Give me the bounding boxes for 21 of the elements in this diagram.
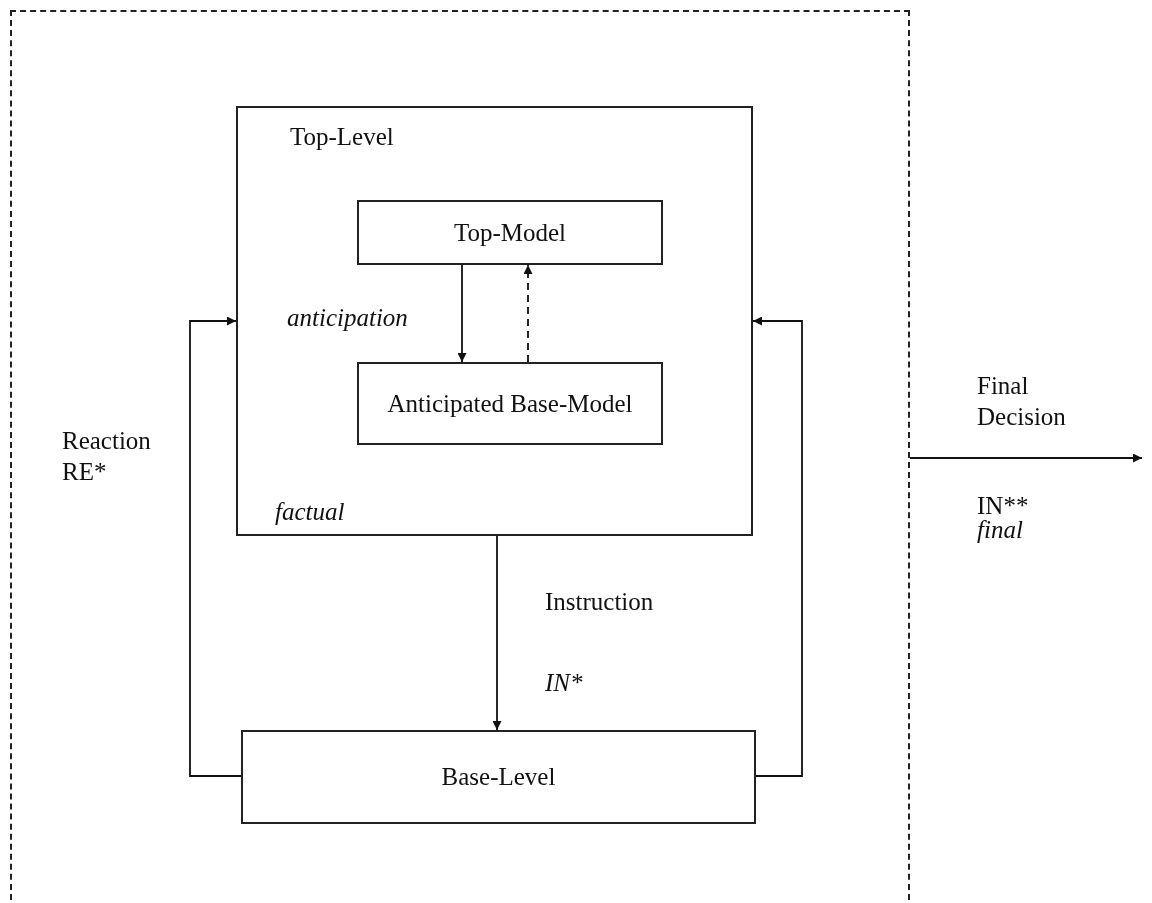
edge-label: Reaction RE* [62,426,152,488]
arrow [189,316,242,777]
arrow [523,264,533,363]
dashed-boundary [10,10,910,903]
model-box [241,730,756,824]
arrow [909,453,1143,463]
model-box [357,200,663,265]
arrow [457,264,467,363]
node-label: Top-Model [453,217,567,248]
node-label: Anticipated Base-Model [387,388,633,419]
level-box [236,106,753,536]
arrow [492,535,502,731]
arrow [752,316,803,777]
annotation-label: IN* [545,668,584,698]
edge-label: Final Decision [977,371,1067,433]
model-box [357,362,663,445]
annotation-label: factual [275,497,346,527]
node-label: Base-Level [441,762,556,792]
edge-label: anticipation [287,303,409,333]
edge-label: Instruction [545,587,655,617]
node-label: Top-Level [290,122,394,152]
